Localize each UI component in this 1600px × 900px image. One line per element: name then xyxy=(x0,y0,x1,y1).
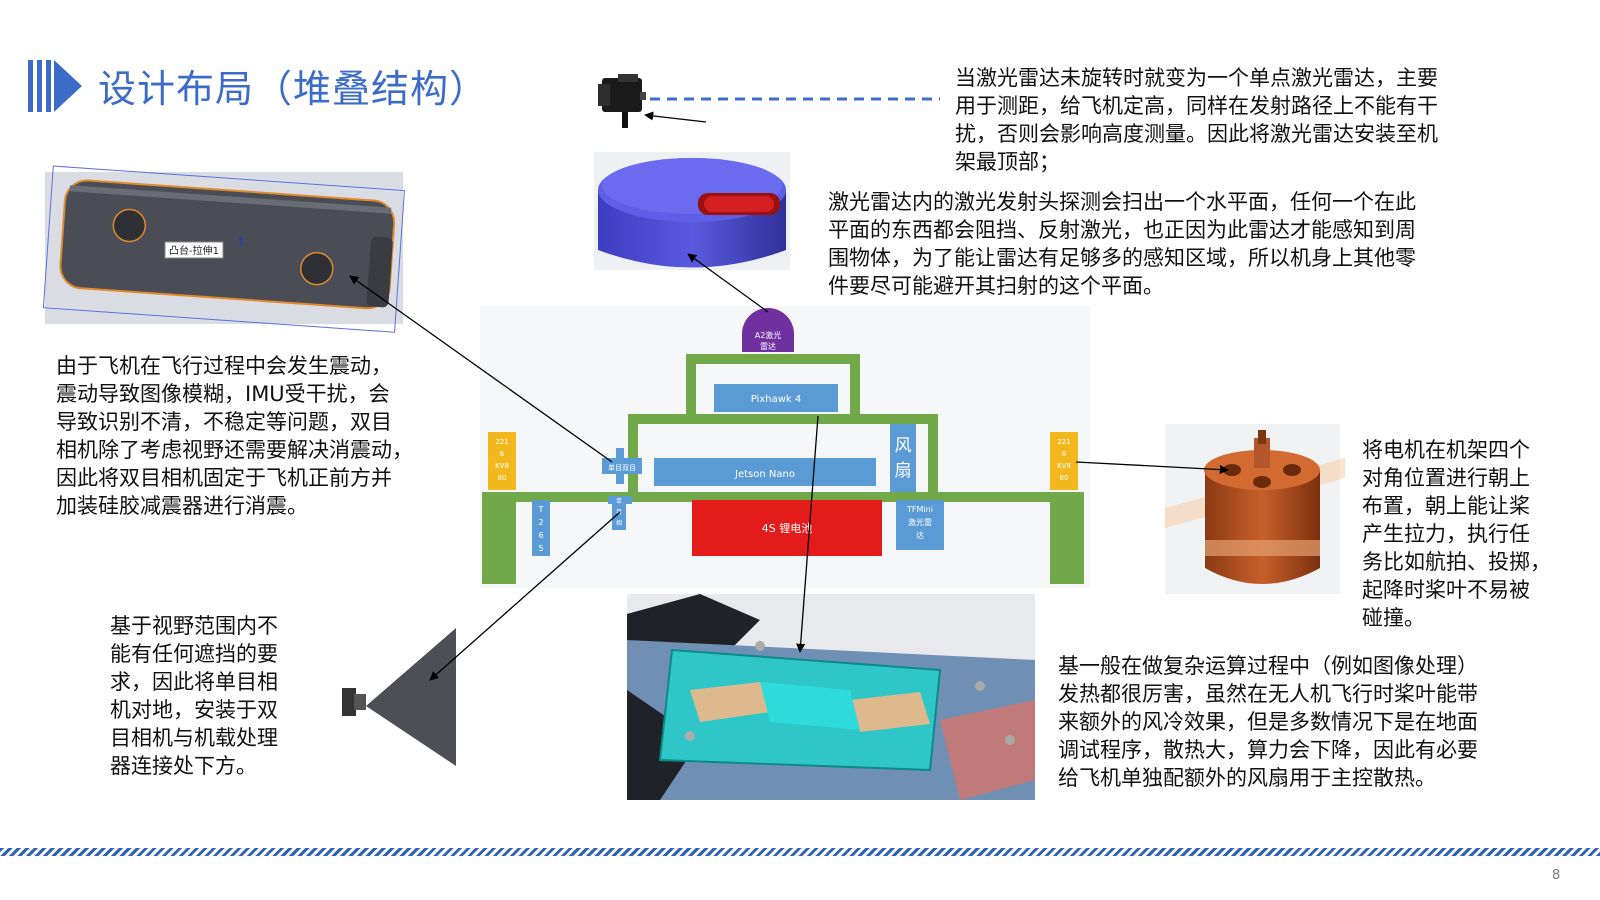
tfmini-label: TFMini xyxy=(906,505,933,514)
text-line: 相机除了考虑视野还需要解决消震动， xyxy=(56,438,413,462)
cooling-board-3d-icon xyxy=(627,594,1035,800)
t265-label: 6 xyxy=(538,531,543,540)
stereo-cam-label: 单目双目 xyxy=(608,463,636,472)
lidar-label: 雷达 xyxy=(760,341,776,351)
a2-lidar-3d-icon xyxy=(594,152,790,270)
text-line: 扰，否则会影响高度测量。因此将激光雷达安装至机 xyxy=(955,122,1438,146)
jetson-label: Jetson Nano xyxy=(734,469,795,480)
motor-3d-icon xyxy=(1165,424,1345,594)
text-line: 架最顶部； xyxy=(955,150,1060,174)
text-line: 机对地，安装于双 xyxy=(110,698,278,722)
mono-camera-description: 基于视野范围内不 能有任何遮挡的要 求，因此将单目相 机对地，安装于双 目相机与… xyxy=(110,612,310,780)
text-line: 对角位置进行朝上 xyxy=(1362,466,1530,490)
motor-left-label: KV8 xyxy=(495,462,509,470)
motor-right-label: KV8 xyxy=(1057,462,1071,470)
text-line: 当激光雷达未旋转时就变为一个单点激光雷达，主要 xyxy=(955,66,1438,90)
text-line: 求，因此将单目相 xyxy=(110,670,278,694)
fan-label: 风 xyxy=(895,436,912,456)
motor-right-label: 80 xyxy=(1060,474,1069,482)
page-number: 8 xyxy=(1552,868,1561,883)
text-line: 基于视野范围内不 xyxy=(110,614,278,638)
stereo-cam-tag: 凸台-拉伸1 xyxy=(169,244,219,257)
text-line: 件要尽可能避开其扫射的这个平面。 xyxy=(828,274,1164,298)
text-line: 因此将双目相机固定于飞机正前方并 xyxy=(56,466,392,490)
footer-stripe xyxy=(0,848,1600,856)
mono-cam-label: 相 xyxy=(616,519,622,527)
connector-lines xyxy=(349,111,1229,681)
motor-left-label: 221 xyxy=(495,438,508,446)
mono-camera-3d-icon xyxy=(342,628,456,766)
title-chevron-icon xyxy=(28,60,82,112)
motor-right-label: 6 xyxy=(1062,450,1067,458)
text-line: 给飞机单独配额外的风扇用于主控散热。 xyxy=(1058,766,1436,790)
motor-left-label: 6 xyxy=(500,450,505,458)
slide-title: 设计布局（堆叠结构） xyxy=(98,67,489,111)
text-line: 布置，朝上能让桨 xyxy=(1362,494,1530,518)
stack-structure-diagram: A2激光 雷达 Pixhawk 4 Jetson Nano 风 扇 4S 锂电池… xyxy=(480,306,1090,588)
text-line: 发热都很厉害，虽然在无人机飞行时桨叶能带 xyxy=(1058,682,1478,706)
text-line: 能有任何遮挡的要 xyxy=(110,642,278,666)
text-line: 平面的东西都会阻挡、反射激光，也正因为此雷达才能感知到周 xyxy=(828,218,1416,242)
text-line: 产生拉力，执行任 xyxy=(1362,522,1530,546)
text-line: 起降时桨叶不易被 xyxy=(1362,578,1530,602)
tfmini-label: 激光雷 xyxy=(908,517,932,527)
lidar-label: A2激光 xyxy=(755,330,782,340)
stereo-camera-3d-icon: 凸台-拉伸1 ↕ xyxy=(42,165,405,333)
text-line: 导致识别不清，不稳定等问题，双目 xyxy=(56,410,392,434)
text-line: 围物体，为了能让雷达有足够多的感知区域，所以机身上其他零 xyxy=(828,246,1416,270)
t265-label: T xyxy=(538,505,544,514)
text-line: 器连接处下方。 xyxy=(110,754,257,778)
text-line: 由于飞机在飞行过程中会发生震动， xyxy=(56,354,392,378)
battery-label: 4S 锂电池 xyxy=(762,521,812,535)
text-line: 用于测距，给飞机定高，同样在发射路径上不能有干 xyxy=(955,94,1438,118)
text-line: 基一般在做复杂运算过程中（例如图像处理） xyxy=(1058,654,1478,678)
vibration-description: 由于飞机在飞行过程中会发生震动， 震动导致图像模糊，IMU受干扰，会 导致识别不… xyxy=(56,352,456,520)
text-line: 目相机与机载处理 xyxy=(110,726,278,750)
tfmini-label: 达 xyxy=(916,530,924,540)
text-line: 调试程序，散热大，算力会下降，因此有必要 xyxy=(1058,738,1478,762)
mono-cam-label: 单 xyxy=(616,497,622,505)
fan-label: 扇 xyxy=(895,461,912,481)
text-line: 务比如航拍、投掷， xyxy=(1362,550,1551,574)
text-line: 加装硅胶减震器进行消震。 xyxy=(56,494,308,518)
text-line: 碰撞。 xyxy=(1362,606,1425,630)
motor-right-label: 221 xyxy=(1057,438,1070,446)
t265-label: 2 xyxy=(538,518,543,527)
pixhawk-label: Pixhawk 4 xyxy=(751,394,801,405)
text-line: 震动导致图像模糊，IMU受干扰，会 xyxy=(56,382,390,406)
t265-label: 5 xyxy=(538,544,543,553)
motor-description: 将电机在机架四个 对角位置进行朝上 布置，朝上能让桨 产生拉力，执行任 务比如航… xyxy=(1362,436,1572,632)
text-line: 激光雷达内的激光发射头探测会扫出一个水平面，任何一个在此 xyxy=(828,190,1416,214)
tfmini-lidar-icon xyxy=(598,74,646,128)
svg-text:↕: ↕ xyxy=(236,235,246,249)
lidar-plane-description: 激光雷达内的激光发射头探测会扫出一个水平面，任何一个在此 平面的东西都会阻挡、反… xyxy=(828,188,1508,300)
text-line: 来额外的风冷效果，但是多数情况下是在地面 xyxy=(1058,710,1478,734)
lidar-top-description: 当激光雷达未旋转时就变为一个单点激光雷达，主要 用于测距，给飞机定高，同样在发射… xyxy=(955,64,1555,176)
fan-description: 基一般在做复杂运算过程中（例如图像处理） 发热都很厉害，虽然在无人机飞行时桨叶能… xyxy=(1058,652,1528,792)
motor-left-label: 80 xyxy=(498,474,507,482)
text-line: 将电机在机架四个 xyxy=(1362,438,1530,462)
